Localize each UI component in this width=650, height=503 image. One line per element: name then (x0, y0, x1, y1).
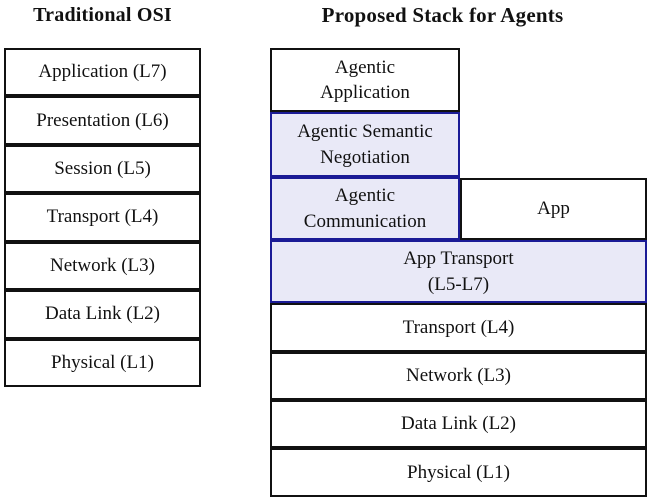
app-transport-box: App Transport (L5-L7) (270, 240, 647, 303)
traditional-osi-title: Traditional OSI (33, 4, 172, 26)
app-box: App (460, 178, 647, 240)
data-link-l2-box: Data Link (L2) (270, 400, 647, 448)
osi-layer-application-l7: Application (L7) (4, 48, 201, 97)
network-l3-box: Network (L3) (270, 352, 647, 400)
agentic-semantic-negotiation-box: Agentic Semantic Negotiation (270, 112, 460, 177)
agentic-communication-box: Agentic Communication (270, 177, 460, 240)
physical-l1-box: Physical (L1) (270, 448, 647, 497)
proposed-agent-stack: Agentic Application Agentic Semantic Neg… (270, 48, 647, 497)
traditional-osi-stack: Application (L7) Presentation (L6) Sessi… (4, 48, 201, 387)
osi-layer-presentation-l6: Presentation (L6) (4, 96, 201, 145)
proposed-stack-title: Proposed Stack for Agents (321, 3, 564, 27)
osi-layer-data-link-l2: Data Link (L2) (4, 290, 201, 339)
osi-layer-physical-l1: Physical (L1) (4, 338, 201, 387)
osi-layer-session-l5: Session (L5) (4, 144, 201, 194)
osi-layer-transport-l4: Transport (L4) (4, 193, 201, 242)
transport-l4-box: Transport (L4) (270, 303, 647, 352)
osi-layer-network-l3: Network (L3) (4, 241, 201, 291)
agentic-application-box: Agentic Application (270, 48, 460, 112)
